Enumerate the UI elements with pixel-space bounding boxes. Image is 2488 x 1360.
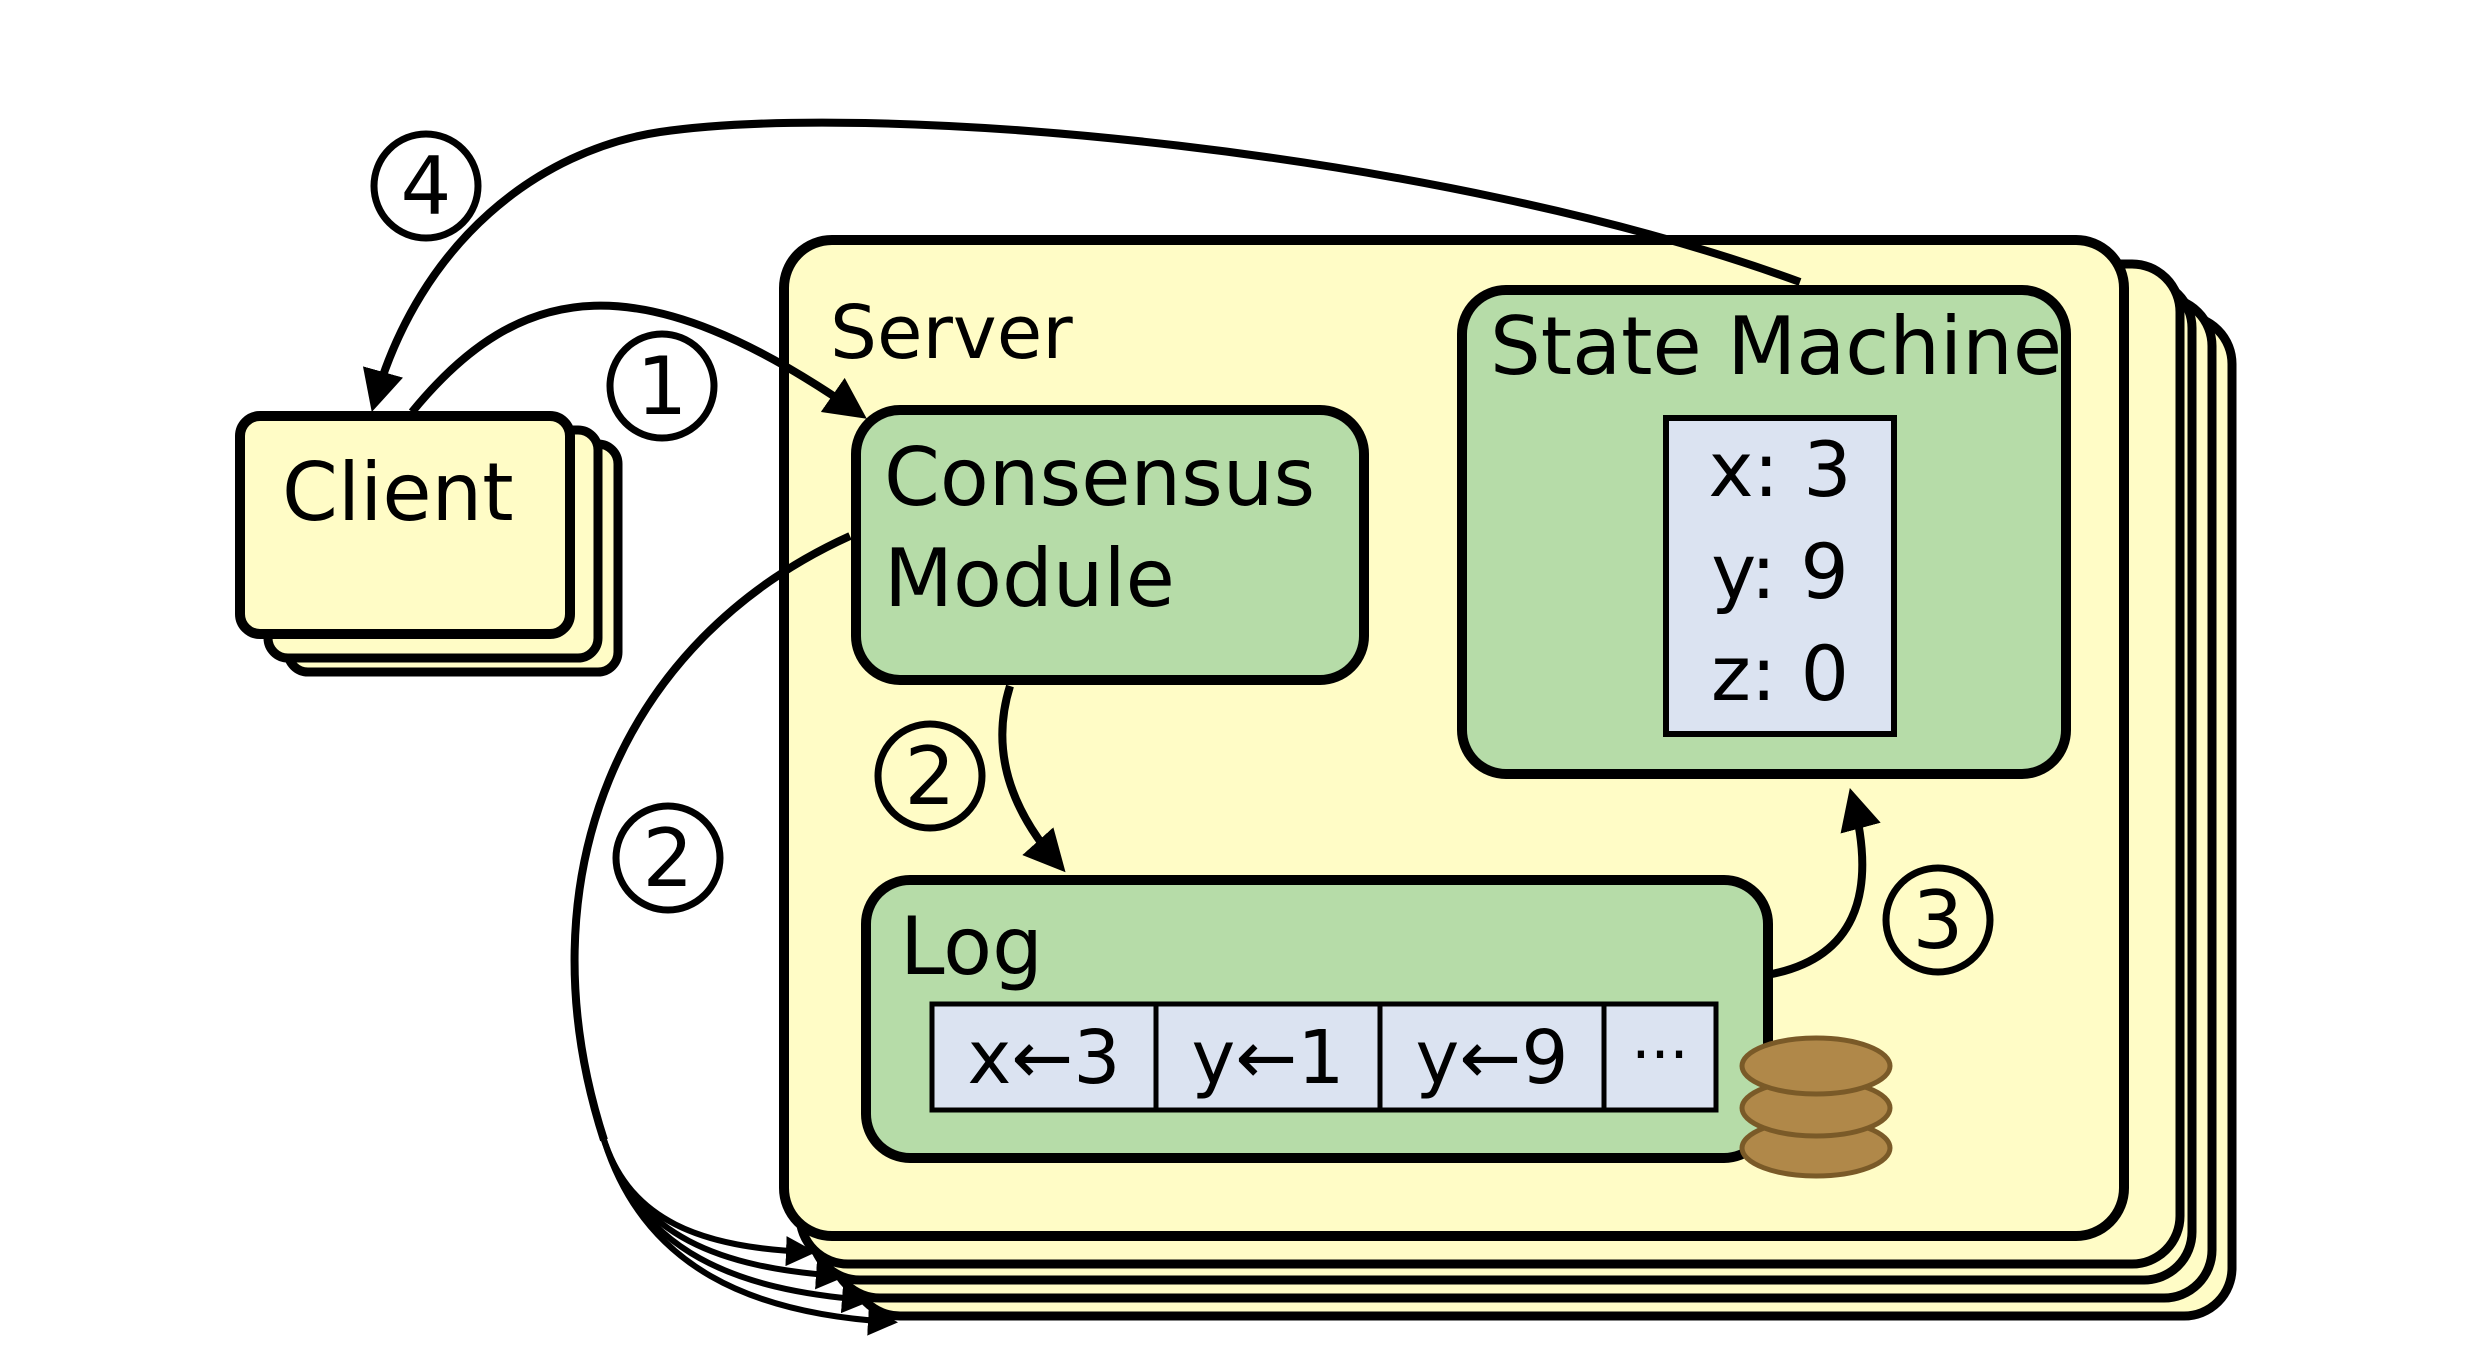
consensus-module-label-line2: Module <box>884 532 1175 625</box>
log-entry-cell <box>1153 1001 1383 1113</box>
step-2-label-outer: 2 <box>643 812 694 905</box>
state-var-y: y: 9 <box>1711 527 1849 616</box>
arrow-log-to-state-machine <box>1771 787 1881 978</box>
step-1-label: 1 <box>637 340 688 433</box>
state-var-x: x: 3 <box>1708 425 1851 514</box>
arrow-client-to-consensus <box>408 301 867 419</box>
arrow-state-machine-to-client <box>362 118 1802 413</box>
log-entry-cell <box>1601 1001 1719 1113</box>
step-1-marker: 1 <box>606 330 718 442</box>
step-3-marker: 3 <box>1882 864 1994 976</box>
log-entry-1: x←3 <box>968 1015 1121 1101</box>
arrow-consensus-to-log <box>998 684 1066 873</box>
step-2-marker-outer: 2 <box>612 802 724 914</box>
log-label: Log <box>900 900 1043 993</box>
state-machine-vars-box <box>1663 415 1897 737</box>
step-2-marker-inner: 2 <box>874 720 986 832</box>
log-entries: x←3 y←1 y←9 ··· <box>929 1001 1719 1113</box>
state-var-z: z: 0 <box>1711 629 1849 718</box>
arrows <box>362 118 1881 1336</box>
log-entry-2: y←1 <box>1192 1015 1345 1101</box>
server-label: Server <box>830 290 1073 376</box>
step-3-label: 3 <box>1913 874 1964 967</box>
log-entry-3: y←9 <box>1416 1015 1569 1101</box>
step-4-label: 4 <box>401 140 452 233</box>
arrow-consensus-to-servers-main <box>570 532 852 1142</box>
step-2-label-inner: 2 <box>905 730 956 823</box>
consensus-module-label-line1: Consensus <box>884 431 1315 524</box>
consensus-module-box <box>851 405 1369 685</box>
arrow-to-server-replica <box>601 1139 898 1336</box>
log-entry-more: ··· <box>1631 1020 1688 1090</box>
step-4-marker: 4 <box>370 130 482 242</box>
client-label: Client <box>282 446 514 539</box>
state-machine-label: State Machine <box>1490 300 2062 393</box>
client-box <box>235 411 575 639</box>
disk-stack-icon <box>1739 1035 1893 1179</box>
client-stack: Client <box>235 411 623 677</box>
